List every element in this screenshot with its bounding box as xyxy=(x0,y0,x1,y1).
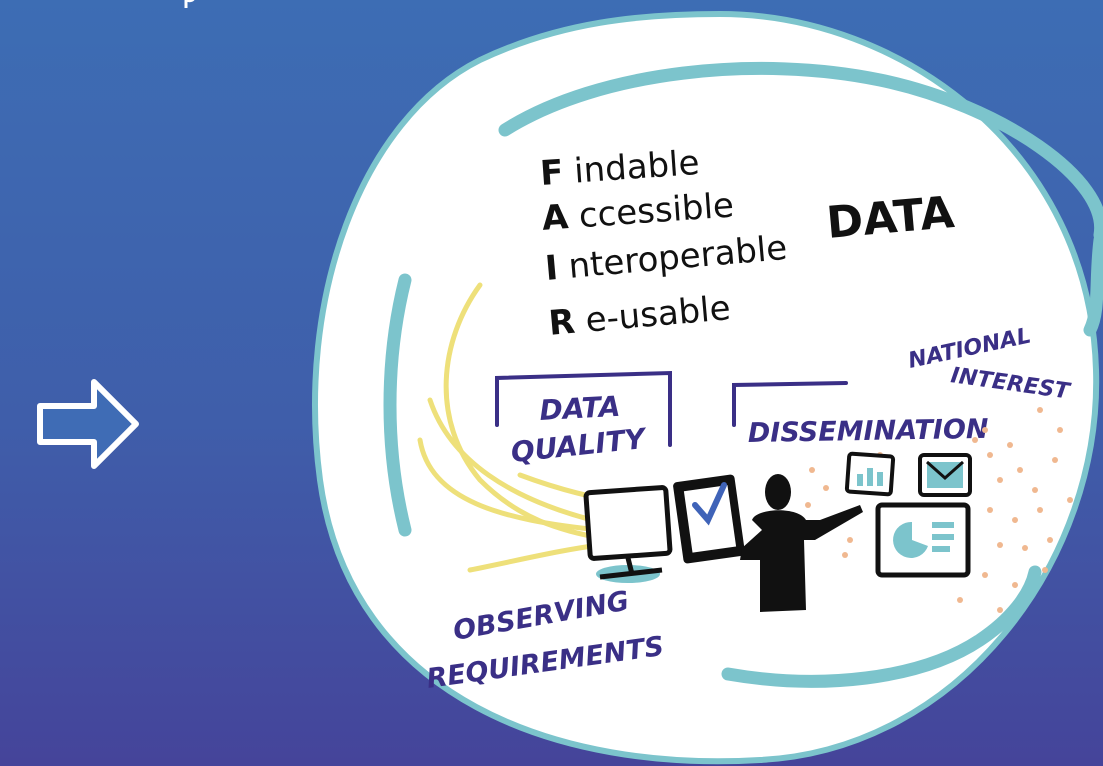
fair-initial: R xyxy=(547,302,577,344)
dissemination-label: DISSEMINATION xyxy=(748,414,990,449)
bar-chart-icon xyxy=(844,451,896,497)
svg-text:F indable: F indable xyxy=(539,143,701,194)
data-quality-label: DATA xyxy=(539,390,621,427)
dissemination-dots xyxy=(805,407,1073,613)
tablet-checkmark-icon xyxy=(673,474,745,564)
email-icon xyxy=(918,453,972,497)
fair-initial: A xyxy=(541,197,571,239)
yellow-lines xyxy=(417,282,663,573)
bracket-frames xyxy=(495,370,848,447)
fair-rest: indable xyxy=(573,143,701,192)
monitor-icon xyxy=(583,485,673,583)
cut-off-glyph xyxy=(184,0,195,8)
person-icon xyxy=(740,474,863,612)
arrow-right-icon xyxy=(37,379,139,469)
fair-initial: I xyxy=(544,248,560,289)
pie-chart-icon xyxy=(875,502,971,578)
svg-text:A ccessible: A ccessible xyxy=(541,185,736,238)
ring-strokes xyxy=(383,61,1103,688)
fair-initial: F xyxy=(539,152,565,194)
data-word: DATA xyxy=(825,187,957,249)
